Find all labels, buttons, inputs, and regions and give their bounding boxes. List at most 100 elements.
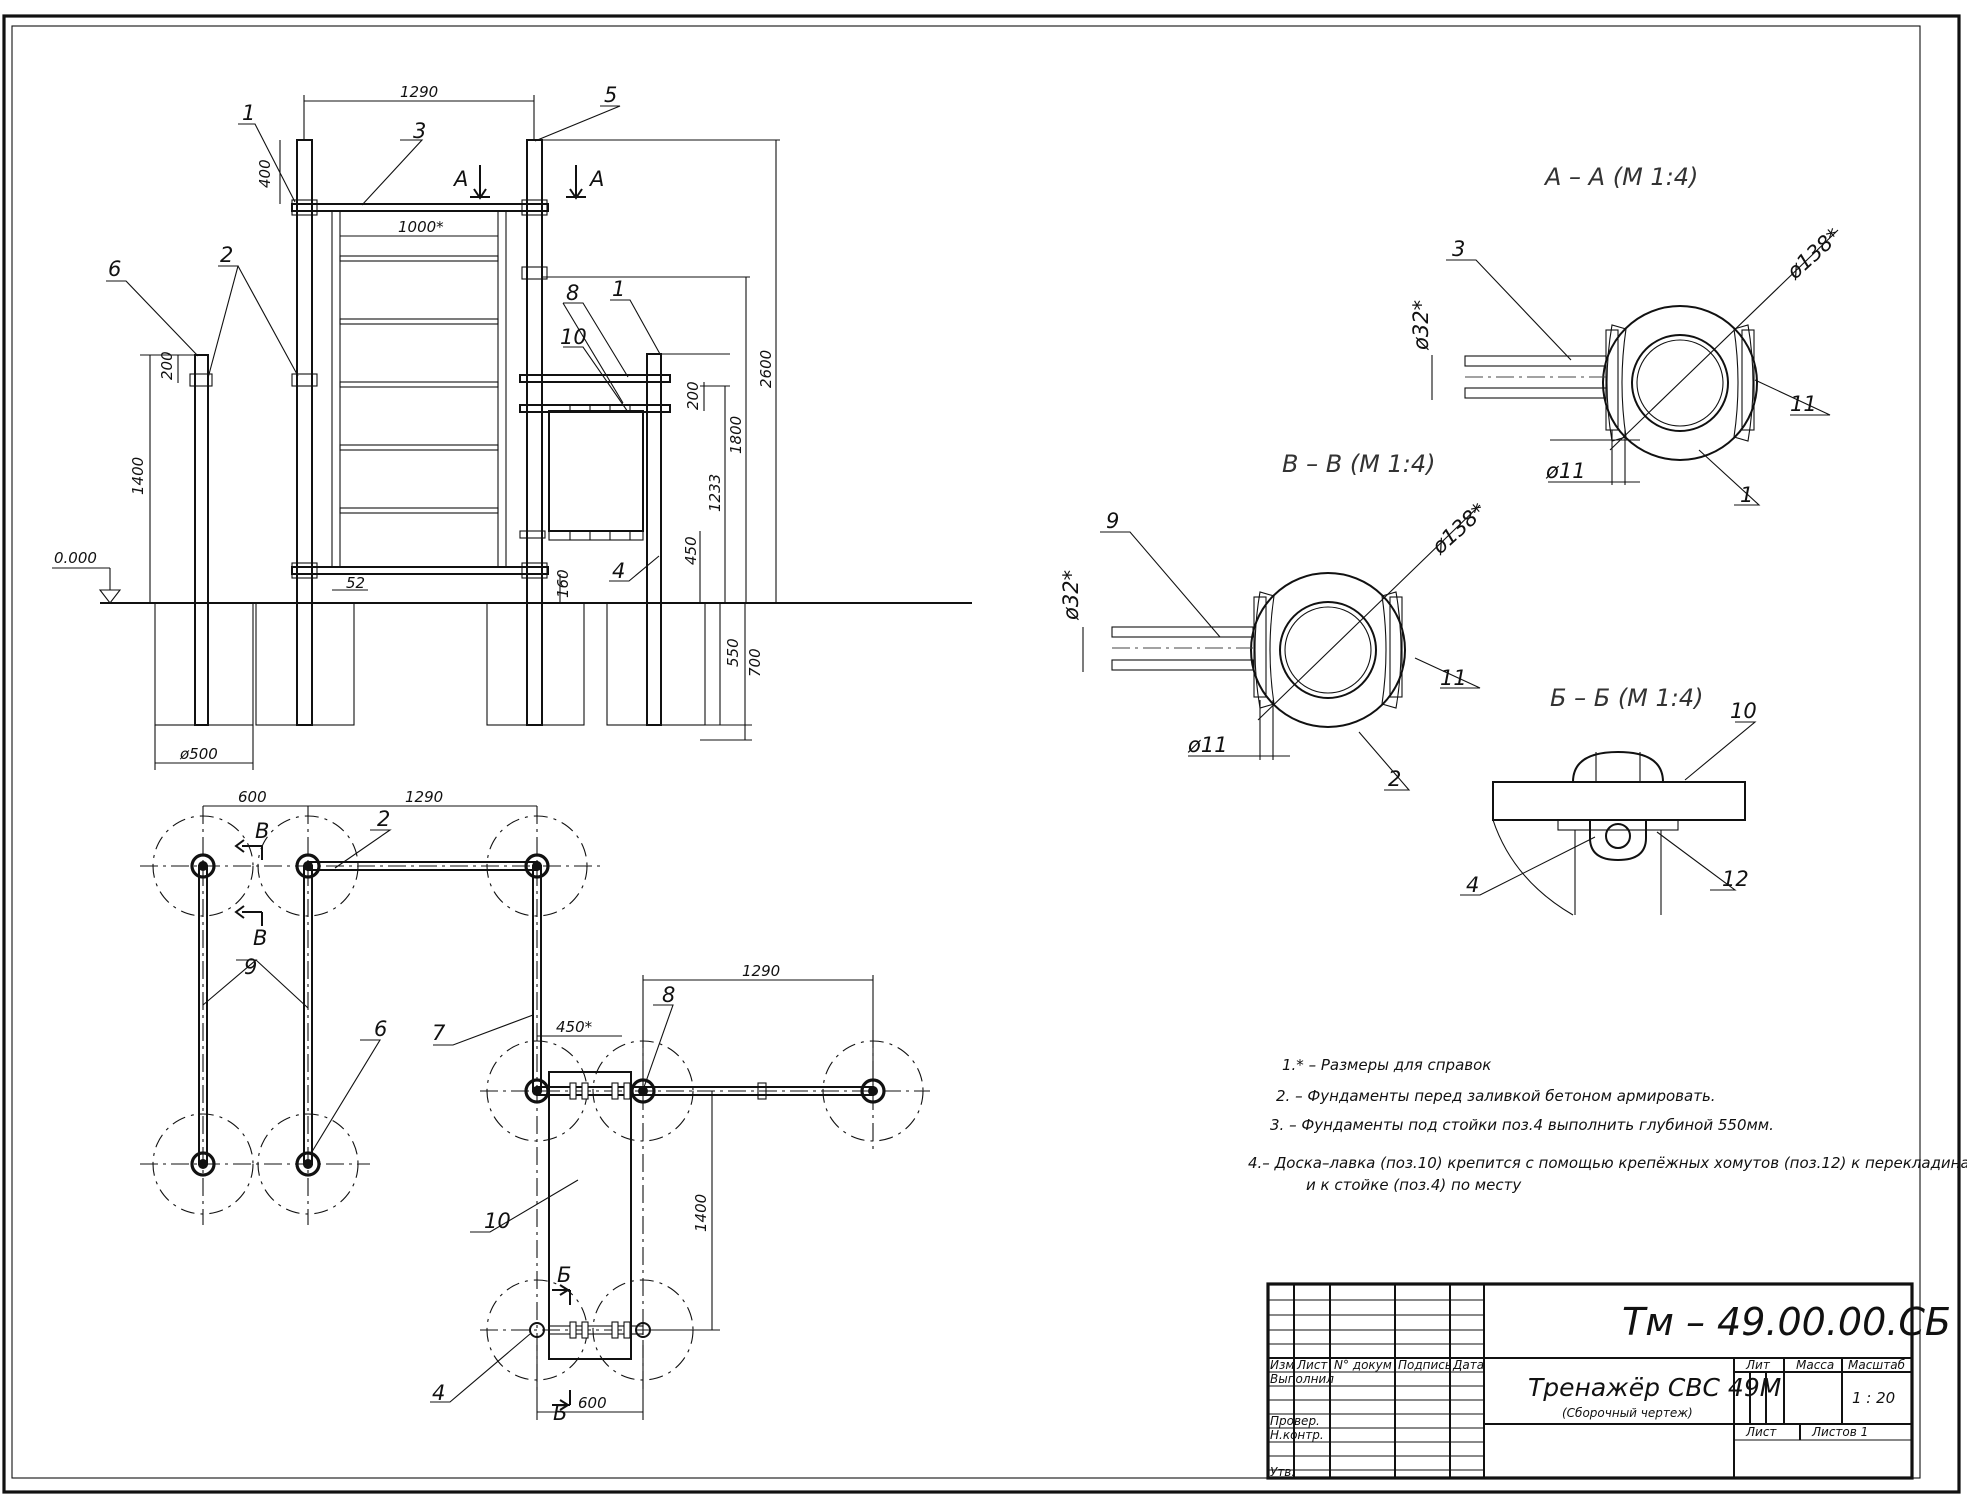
dim-400: 400 — [256, 159, 274, 188]
section-b6-title: Б – Б (М 1:4) — [1550, 684, 1704, 712]
crossbar-8-upper — [519, 374, 671, 383]
plan-dim-1290b: 1290 — [742, 962, 780, 980]
dim-450: 450 — [682, 536, 700, 565]
aa-pos-1: 1 — [1740, 483, 1753, 507]
elevation-view: 0.000 — [52, 83, 972, 770]
dim-700: 700 — [746, 648, 764, 677]
plan-dim-600b: 600 — [578, 1394, 607, 1412]
bench-board-10-plan — [548, 1071, 632, 1360]
bb-d138: ø138* — [1427, 498, 1491, 559]
plan-view: 600 1290 1290 450* 1400 600 В В Б Б — [140, 788, 930, 1425]
note-3: 3. – Фундаменты под стойки поз.4 выполни… — [1270, 1116, 1774, 1134]
section-b6: Б – Б (М 1:4) 10 4 12 — [1460, 684, 1757, 916]
pos-9-plan: 9 — [244, 955, 257, 979]
note-2: 2. – Фундаменты перед заливкой бетоном а… — [1276, 1087, 1716, 1105]
plan-dim-450: 450* — [556, 1018, 593, 1036]
pos-7-plan: 7 — [432, 1021, 446, 1045]
pos-5-elev: 5 — [604, 83, 617, 107]
tb-mass-label: Масса — [1796, 1358, 1834, 1372]
ladder-rungs — [339, 255, 499, 514]
tb-row-utv: Утв. — [1270, 1465, 1295, 1479]
bottom-bar — [291, 566, 549, 575]
post-6 — [194, 354, 209, 726]
pos-1b-elev: 1 — [612, 277, 625, 301]
level-mark: 0.000 — [54, 549, 97, 567]
note-4-cont: и к стойке (поз.4) по месту — [1306, 1176, 1522, 1194]
tb-col-izm: Изм — [1270, 1358, 1294, 1372]
tb-scale-label: Масштаб — [1848, 1358, 1906, 1372]
tb-sheets-label: Листов 1 — [1811, 1425, 1868, 1439]
foundation-6 — [154, 602, 254, 726]
title-block: Изм Лист N° докум Подпись Дата Выполнил … — [1266, 1282, 1951, 1480]
dim-1000: 1000* — [398, 218, 444, 236]
dim-200-left: 200 — [158, 351, 176, 380]
foundation-5 — [486, 602, 585, 726]
tb-sheet-label: Лист — [1745, 1425, 1777, 1439]
dim-160: 160 — [554, 569, 572, 598]
dim-1400: 1400 — [129, 457, 147, 495]
tb-doc-number: Тм – 49.00.00.СБ — [1622, 1300, 1951, 1344]
dim-550: 550 — [724, 638, 742, 667]
sheet-frame — [2, 14, 1961, 1494]
section-bb-title: В – В (М 1:4) — [1282, 450, 1436, 478]
aa-pos-3: 3 — [1452, 237, 1465, 261]
tb-col-ndoc: N° докум — [1334, 1358, 1392, 1372]
bb-d11: ø11 — [1187, 733, 1228, 757]
bb-pos-2: 2 — [1388, 767, 1401, 791]
note-4: 4.– Доска–лавка (поз.10) крепится с помо… — [1248, 1154, 1967, 1172]
plan-dim-600: 600 — [238, 788, 267, 806]
pos-2-plan: 2 — [377, 807, 390, 831]
note-1: 1.* – Размеры для справок — [1282, 1056, 1491, 1074]
post-4 — [646, 353, 662, 726]
pos-3-elev: 3 — [413, 119, 426, 143]
aa-d138: ø138* — [1782, 223, 1846, 284]
dim-diam500: ø500 — [179, 745, 218, 763]
pos-8-plan: 8 — [662, 983, 675, 1007]
pos-4-elev: 4 — [612, 559, 625, 583]
plan-dim-1290a: 1290 — [405, 788, 443, 806]
section-mark-a-right: А — [588, 167, 604, 191]
tb-col-date: Дата — [1452, 1358, 1484, 1372]
dim-200-right: 200 — [684, 381, 702, 410]
crossbar-3 — [291, 203, 549, 212]
dim-2600: 2600 — [757, 350, 775, 388]
section-bb: В – В (М 1:4) ø138* ø32* ø11 9 11 2 — [1059, 450, 1490, 791]
tb-row-vypolnil: Выполнил — [1270, 1372, 1334, 1386]
section-mark-b-bottom: Б — [553, 1401, 567, 1425]
pos-10-plan: 10 — [484, 1209, 511, 1233]
aa-d32: ø32* — [1409, 300, 1433, 351]
tb-col-list: Лист — [1296, 1358, 1328, 1372]
notes: 1.* – Размеры для справок 2. – Фундамент… — [1248, 1056, 1967, 1194]
aa-d11: ø11 — [1545, 459, 1586, 483]
pos-8-elev: 8 — [566, 281, 579, 305]
tb-doc-type: (Сборочный чертеж) — [1562, 1406, 1693, 1420]
inner-frame — [11, 25, 1921, 1479]
pos-1-elev: 1 — [242, 101, 255, 125]
section-mark-v-bottom: В — [253, 926, 267, 950]
aa-pos-11: 11 — [1790, 392, 1817, 416]
section-mark-b-top: Б — [557, 1263, 571, 1287]
pos-6-elev: 6 — [108, 257, 121, 281]
dim-1290-top: 1290 — [400, 83, 438, 101]
foundation-1a — [255, 602, 355, 726]
section-aa-title: А – А (М 1:4) — [1543, 163, 1698, 191]
pos-10-elev: 10 — [560, 325, 587, 349]
plan-dim-1400: 1400 — [692, 1194, 710, 1232]
post-5 — [526, 139, 543, 726]
dim-52: 52 — [346, 574, 365, 592]
b6-pos-12: 12 — [1722, 867, 1749, 891]
pos-6-plan: 6 — [374, 1017, 387, 1041]
bb-pos-9: 9 — [1106, 509, 1119, 533]
section-mark-a-left: А — [452, 167, 468, 191]
post-1-left — [296, 139, 313, 726]
tb-lit-label: Лит — [1745, 1358, 1771, 1372]
dim-1233: 1233 — [706, 474, 724, 512]
bb-d32: ø32* — [1059, 570, 1083, 621]
tb-row-prover: Провер. — [1270, 1414, 1320, 1428]
tb-scale-value: 1 : 20 — [1852, 1389, 1895, 1407]
bench-board-10 — [548, 410, 644, 532]
section-aa: А – А (М 1:4) ø138* ø32* ø11 3 11 1 — [1409, 163, 1845, 507]
tb-col-sign: Подпись — [1398, 1358, 1452, 1372]
b6-pos-10: 10 — [1730, 699, 1757, 723]
